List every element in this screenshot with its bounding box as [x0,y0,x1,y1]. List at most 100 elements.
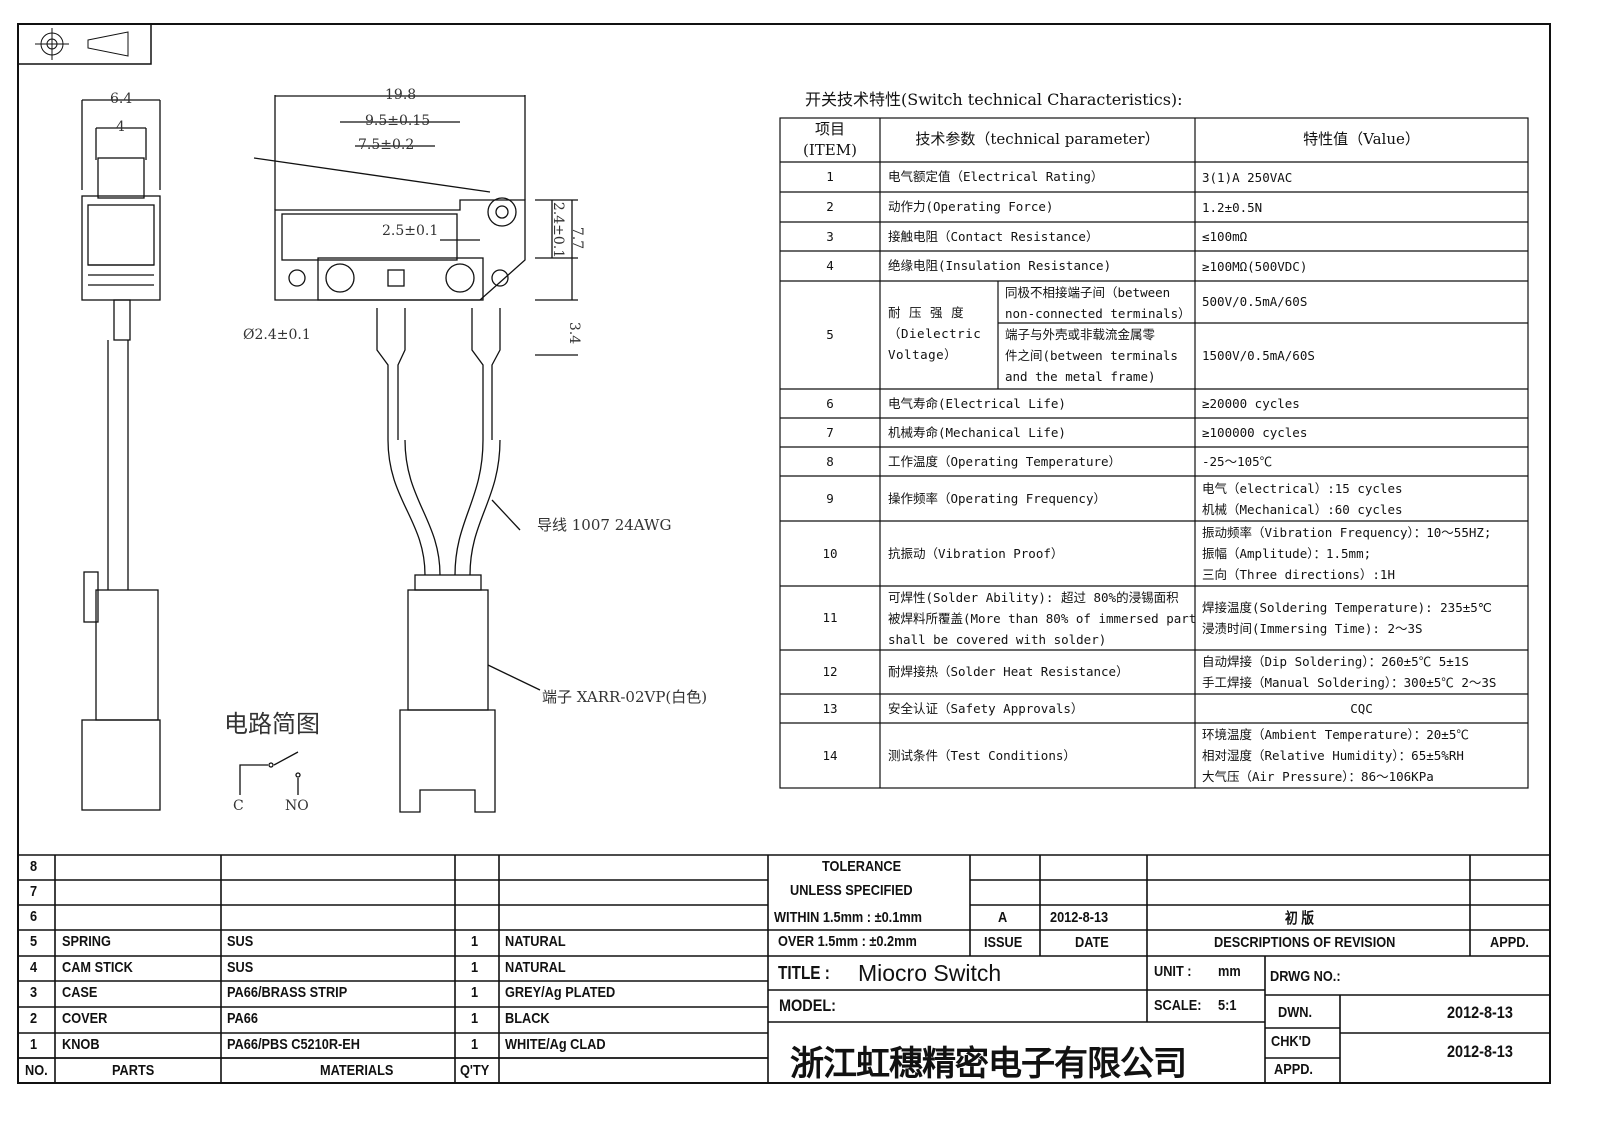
row-value: CQC [1350,701,1373,716]
row-sub-label: 端子与外壳或非载流金属零 [1005,327,1156,342]
header-parameter: 技术参数（technical parameter） [915,130,1160,148]
header-value: 特性值（Value） [1303,130,1420,148]
terminal-note: 端子 XARR-02VP(白色) [542,688,708,706]
row-value: 大气压（Air Pressure）：86～106KPa [1202,769,1434,784]
row-sub-value: 1500V/0.5mA/60S [1202,348,1315,363]
scale-label: SCALE: [1154,997,1202,1014]
bom-no: 5 [30,933,38,950]
header-item-en: (ITEM) [803,141,857,159]
bom-part: CAM STICK [62,959,133,976]
row-item-number: 6 [826,395,834,411]
row-value: -25～105℃ [1202,454,1273,469]
dim-length: 19.8 [385,87,417,103]
dim-height1: 2.4±0.1 [550,201,567,259]
bom-header-parts: PARTS [112,1062,155,1079]
row-value: 1.2±0.5N [1202,199,1263,215]
bom-no: 7 [30,883,38,900]
dim-hole-dia: Ø2.4±0.1 [243,327,311,343]
dwn-label: DWN. [1278,1004,1312,1021]
row-item-number: 13 [822,700,838,716]
appd-header: APPD. [1490,934,1529,951]
drwg-no-label: DRWG NO.: [1270,968,1341,985]
row-value: ≥100000 cycles [1202,425,1308,440]
row-parameter: 电气额定值（Electrical Rating） [888,169,1104,184]
date-header: DATE [1075,934,1109,951]
bom-no: 4 [30,959,38,976]
row-value: 振动频率（Vibration Frequency）：10～55HZ; [1202,525,1492,540]
dim-knob: 4 [116,119,125,135]
row-item-number: 2 [826,199,834,214]
row-item-number: 8 [826,453,834,469]
rev-desc: 初 版 [1285,910,1315,927]
row-parameter-line: 被焊料所覆盖(More than 80% of immersed part [888,611,1197,626]
bom-header-qty: Q'TY [460,1062,490,1079]
circuit-c: C [233,798,244,814]
dim-terminal-pitch: 7.5±0.2 [358,137,415,153]
bom-finish: WHITE/Ag CLAD [505,1036,606,1053]
dwn-date: 2012-8-13 [1447,1003,1513,1022]
row-sub-label: and the metal frame) [1005,369,1156,384]
circuit-label: 电路简图 [224,710,320,738]
row-value: 手工焊接（Manual Soldering）：300±5℃ 2～3S [1202,675,1497,690]
row-parameter-line: shall be covered with solder) [888,632,1107,647]
bom-qty: 1 [471,1036,479,1053]
row-item-number: 5 [826,327,834,342]
dim-height2: 7.7 [569,226,586,250]
bom-no: 8 [30,858,38,875]
rev-issue: A [998,909,1008,926]
row-parameter: 操作频率（Operating Frequency） [888,490,1106,506]
row-sub-value: 500V/0.5mA/60S [1202,294,1308,309]
row-value: 焊接温度(Soldering Temperature): 235±5℃ [1202,600,1492,615]
row-value: 3(1)A 250VAC [1202,169,1293,185]
chkd-date: 2012-8-13 [1447,1042,1513,1061]
bom-qty: 1 [471,984,479,1001]
row-value: 相对湿度（Relative Humidity）：65±5%RH [1202,748,1464,763]
company-name: 浙江虹穗精密电子有限公司 [790,1044,1187,1084]
wire-note: 导线 1007 24AWG [537,516,672,534]
bom-part: CASE [62,984,98,1001]
row-item-number: 1 [826,169,834,184]
rev-date: 2012-8-13 [1050,909,1109,926]
row-parameter: 机械寿命(Mechanical Life) [888,424,1066,440]
circuit-no: NO [285,798,309,814]
row-parameter: 耐焊接热（Solder Heat Resistance） [888,664,1129,679]
scale-value: 5:1 [1218,997,1237,1014]
row-value: 自动焊接（Dip Soldering）：260±5℃ 5±1S [1202,654,1469,669]
bom-finish: NATURAL [505,959,566,976]
model-label: MODEL: [779,996,836,1015]
row-item-number: 11 [822,610,838,625]
drawing-title: Miocro Switch [858,960,1002,986]
row-value: 三向（Three directions）:1H [1202,567,1395,582]
row-parameter: 工作温度（Operating Temperature） [888,453,1122,469]
bom-no: 2 [30,1010,38,1027]
projection-symbol-icon [35,28,129,60]
bom-header-no: NO. [25,1062,48,1079]
desc-header: DESCRIPTIONS OF REVISION [1214,934,1396,951]
appd-label: APPD. [1274,1061,1313,1078]
issue-header: ISSUE [984,934,1023,951]
row-parameter: 接触电阻（Contact Resistance） [888,228,1099,244]
dim-terminal-len: 3.4 [566,321,583,345]
row-parameter: 抗振动（Vibration Proof） [888,545,1064,561]
bom-qty: 1 [471,1010,479,1027]
chkd-label: CHK'D [1271,1033,1311,1050]
unit-label: UNIT : [1154,963,1192,980]
row-parameter: 耐 压 强 度（Dielectric Voltage） [888,305,982,362]
tolerance-label: TOLERANCE [822,858,902,875]
row-item-number: 9 [826,490,834,506]
bom-no: 1 [30,1036,38,1053]
bom-finish: NATURAL [505,933,566,950]
dim-width: 6.4 [110,91,133,107]
bom-finish: GREY/Ag PLATED [505,984,616,1001]
bom-material: SUS [227,933,254,950]
row-sub-label: 件之间(between terminals [1005,348,1178,363]
dim-offset: 2.5±0.1 [382,223,439,239]
row-value: 环境温度（Ambient Temperature）：20±5℃ [1202,727,1469,742]
row-value: 振幅（Amplitude）：1.5mm; [1202,546,1372,561]
row-value: ≥20000 cycles [1202,396,1300,411]
tolerance-within: WITHIN 1.5mm : ±0.1mm [774,909,922,926]
bom-qty: 1 [471,933,479,950]
row-value: 浸渍时间(Immersing Time): 2～3S [1202,621,1423,636]
